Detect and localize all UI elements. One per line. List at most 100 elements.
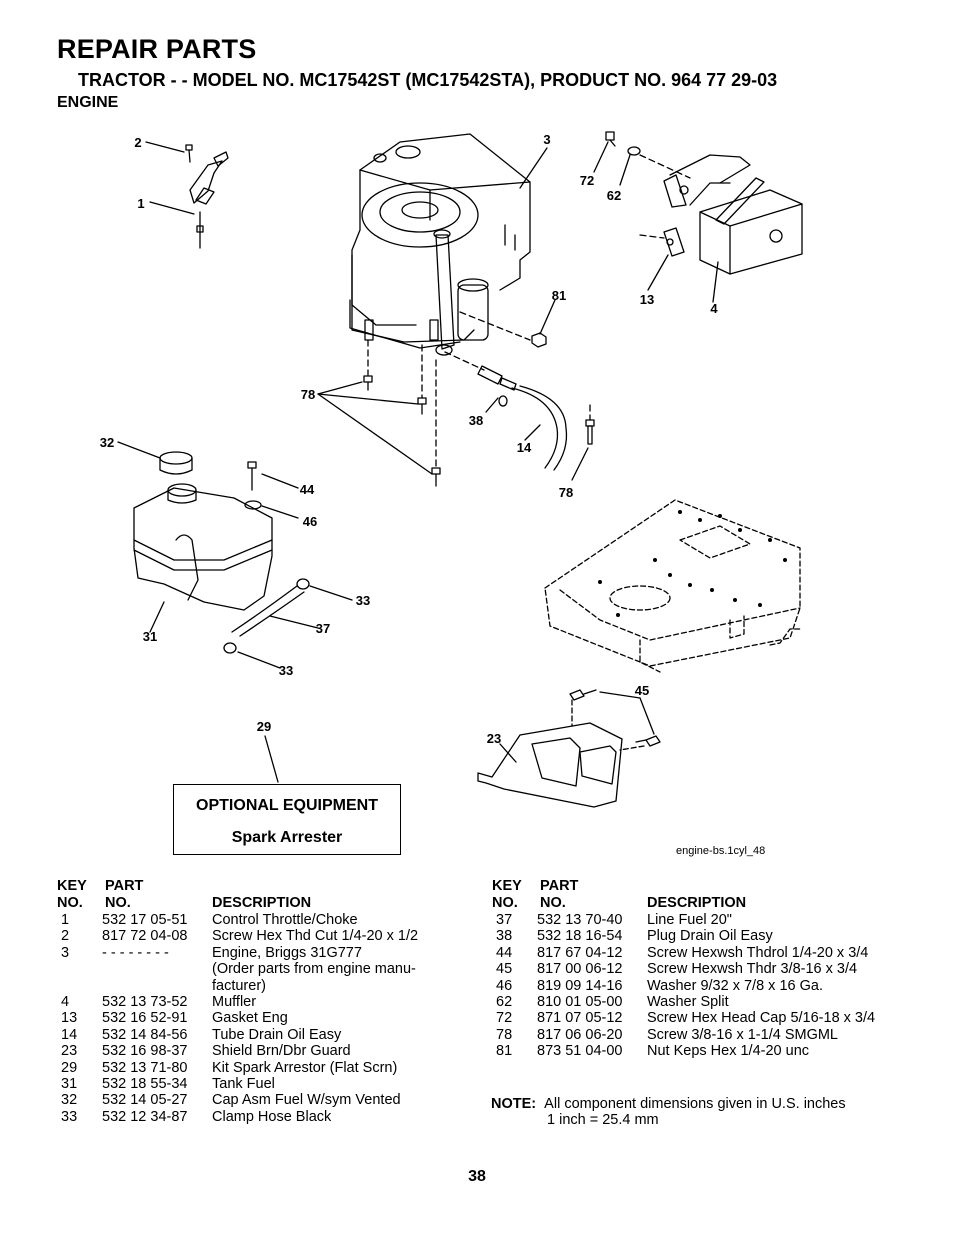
callout-29: 29 [257,719,271,734]
description-header: DESCRIPTION [647,895,747,911]
part-header-line1: PART [105,878,144,894]
callout-3: 3 [543,132,550,147]
description-header: DESCRIPTION [212,895,312,911]
part-number: 532 17 05-51 [102,912,188,928]
table-row: 44 817 67 04-12 Screw Hexwsh Thdrol 1/4-20… [492,945,912,961]
part-header-line1: PART [540,878,579,894]
part-header-line2: NO. [105,895,131,911]
callout-45: 45 [635,683,649,698]
table-header: KEY NO. PART NO. DESCRIPTION [57,878,457,912]
callout-78-right: 78 [559,485,573,500]
part-description: Screw Hexwsh Thdrol 1/4-20 x 3/4 [647,944,869,961]
key-number: 72 [496,1010,513,1027]
table-row: 23 532 16 98-37 Shield Brn/Dbr Guard [57,1043,457,1059]
dimension-note: NOTE: All component dimensions given in … [491,1096,846,1129]
part-description: Kit Spark Arrestor (Flat Scrn) [212,1059,398,1076]
part-description: (Order parts from engine manu- [212,961,416,978]
section-heading: ENGINE [57,94,119,111]
callout-23: 23 [487,731,501,746]
part-number: 532 16 98-37 [102,1043,188,1060]
callout-1: 1 [137,196,144,211]
key-header-line2: NO. [492,895,518,911]
callout-44: 44 [300,482,315,497]
exploded-parts-diagram: 1 2 3 4 13 14 23 29 31 32 33 33 37 38 44… [100,131,803,808]
key-number: 29 [61,1059,78,1076]
table-row: 3- - - - - - - -Engine, Briggs 31G777 [57,945,457,961]
callout-33-upper: 33 [356,593,370,608]
part-description: Washer 9/32 x 7/8 x 16 Ga. [647,977,823,994]
key-header-line1: KEY [57,878,87,894]
part-number: 817 06 06-20 [537,1026,623,1043]
key-number: 4 [61,993,70,1010]
part-description: Screw Hex Thd Cut 1/4-20 x 1/2 [212,928,419,945]
page-number: 38 [468,1168,486,1185]
part-number: 873 51 04-00 [537,1043,623,1060]
part-number: 817 72 04-08 [102,928,188,945]
key-number: 38 [496,928,513,945]
note-label: NOTE: [491,1096,537,1112]
part-number: 817 67 04-12 [537,944,623,961]
parts-table-left: KEY NO. PART NO. DESCRIPTION 1 532 17 05-… [57,878,457,1125]
callout-32: 32 [100,435,114,450]
part-description: Shield Brn/Dbr Guard [212,1043,351,1060]
key-number: 45 [496,961,513,978]
part-number: 532 13 71-80 [102,1059,188,1076]
frame-outline-illustration [544,499,801,673]
key-number: 1 [61,912,70,928]
engine-bolt-illustration [317,339,595,487]
key-number: 62 [496,993,513,1010]
part-description: Nut Keps Hex 1/4-20 unc [647,1043,810,1060]
key-number: 44 [496,944,513,961]
part-number: 532 14 05-27 [102,1092,188,1109]
callout-72: 72 [580,173,594,188]
part-number: 817 00 06-12 [537,961,623,978]
key-number: 23 [61,1043,78,1060]
key-number: 81 [496,1043,513,1060]
throttle-control-illustration [145,141,229,249]
optional-equipment-heading: OPTIONAL EQUIPMENT [196,797,378,814]
diagram-file-reference: engine-bs.1cyl_48 [676,845,766,857]
callout-4: 4 [710,301,718,316]
model-subtitle: TRACTOR - - MODEL NO. MC17542ST (MC17542… [78,70,778,90]
note-line1: All component dimensions given in U.S. i… [544,1096,846,1112]
key-header-line2: NO. [57,895,83,911]
part-description: Control Throttle/Choke [212,912,358,928]
callout-13: 13 [640,292,654,307]
part-description: Muffler [212,993,257,1010]
part-description: Screw Hexwsh Thdr 3/8-16 x 3/4 [647,961,858,978]
callout-81: 81 [552,288,566,303]
table-header: KEY NO. PART NO. DESCRIPTION [492,878,912,912]
callout-31: 31 [143,629,157,644]
callout-2: 2 [134,135,141,150]
part-number: 532 16 52-91 [102,1010,188,1027]
callout-78-left: 78 [301,387,315,402]
part-description: Clamp Hose Black [212,1108,332,1125]
part-description: Tube Drain Oil Easy [212,1026,342,1043]
table-row: 29 532 13 71-80 Kit Spark Arrestor (Flat S… [57,1060,457,1076]
drain-tube-illustration [444,351,568,471]
part-number: 532 14 84-56 [102,1026,188,1043]
part-description: Line Fuel 20" [647,912,732,928]
engine-illustration [349,133,548,356]
key-number: 31 [61,1075,78,1092]
part-number: 532 18 55-34 [102,1075,188,1092]
table-row: (Order parts from engine manu- [57,961,457,977]
optional-equipment-box: OPTIONAL EQUIPMENT Spark Arrester [173,784,401,855]
callout-37: 37 [316,621,330,636]
part-description: Cap Asm Fuel W/sym Vented [212,1092,401,1109]
callout-46: 46 [303,514,317,529]
key-header-line1: KEY [492,878,522,894]
callout-14: 14 [517,440,532,455]
part-number: 819 09 14-16 [537,977,623,994]
